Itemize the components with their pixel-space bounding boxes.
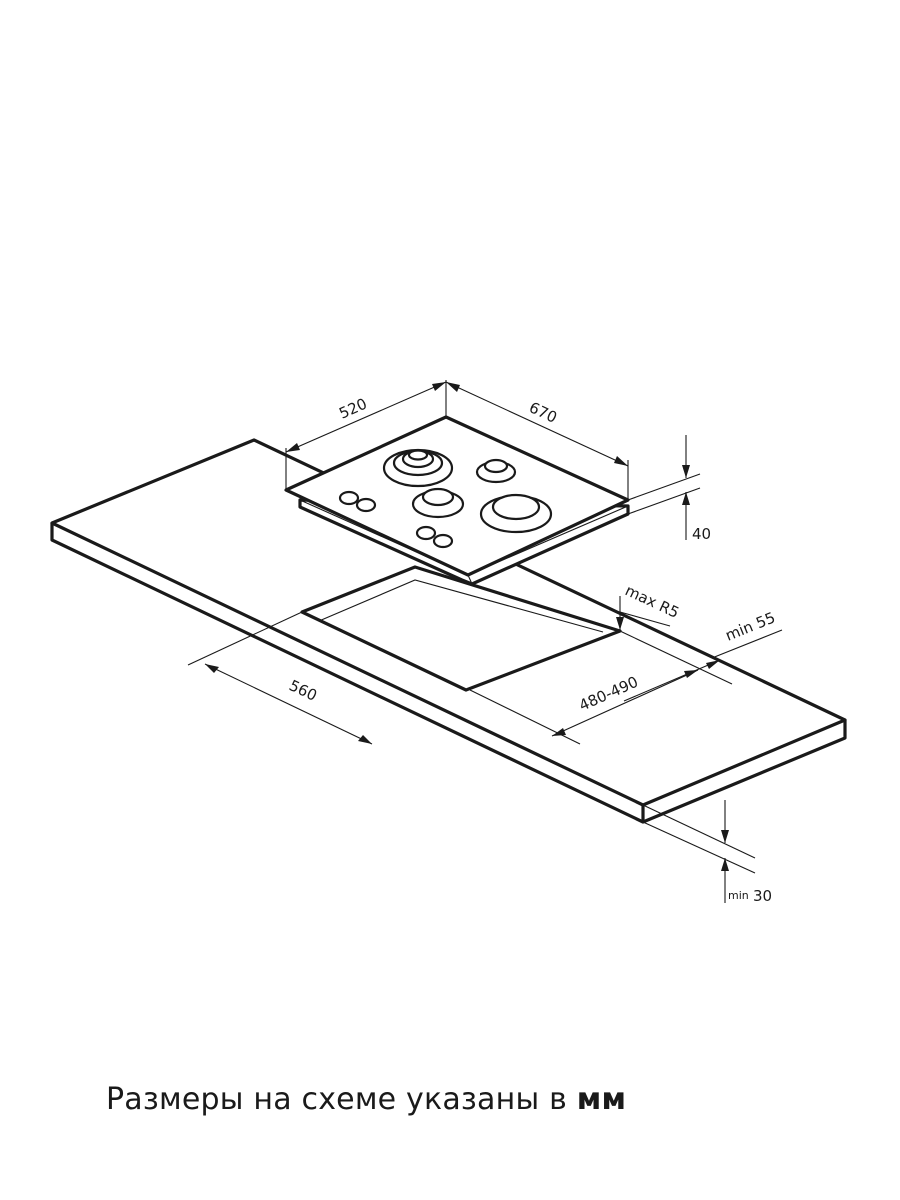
arrowhead xyxy=(682,465,690,478)
control-knobs-left xyxy=(338,490,377,513)
arrowhead xyxy=(706,660,720,669)
caption: Размеры на схеме указаны в мм xyxy=(106,1082,626,1117)
caption-text: Размеры на схеме указаны в xyxy=(106,1082,567,1117)
burner-large-back-left xyxy=(382,448,454,488)
burner-small-back-right xyxy=(475,458,517,484)
dim-label-40: 40 xyxy=(692,525,711,543)
dim-label-520: 520 xyxy=(336,395,369,423)
arrowhead xyxy=(205,664,219,673)
arrowhead xyxy=(286,443,300,452)
caption-unit: мм xyxy=(576,1082,627,1117)
hob-dimension-lines xyxy=(285,380,701,540)
arrowhead xyxy=(616,617,624,630)
dim-label-min: min xyxy=(728,889,749,902)
dim-label-670: 670 xyxy=(526,398,560,426)
thickness-dimension-lines xyxy=(642,800,756,903)
arrowhead xyxy=(721,858,729,871)
arrowhead xyxy=(446,382,460,392)
arrowhead xyxy=(684,670,698,678)
dim-label-560: 560 xyxy=(286,676,320,704)
control-knobs-front xyxy=(415,525,454,549)
burner-medium-center xyxy=(411,487,465,519)
dim-label-max-r5: max R5 xyxy=(622,581,682,622)
arrowhead xyxy=(682,492,690,505)
cutout-dimension-lines xyxy=(187,566,783,745)
arrowhead xyxy=(721,830,729,843)
arrowhead xyxy=(358,735,372,744)
arrowhead xyxy=(432,382,446,391)
arrowhead xyxy=(552,728,566,736)
arrowhead xyxy=(614,456,628,466)
dim-label-min-55: min 55 xyxy=(723,608,778,644)
dim-label-30: 30 xyxy=(753,887,772,905)
burner-rapid-front-right xyxy=(479,493,553,534)
